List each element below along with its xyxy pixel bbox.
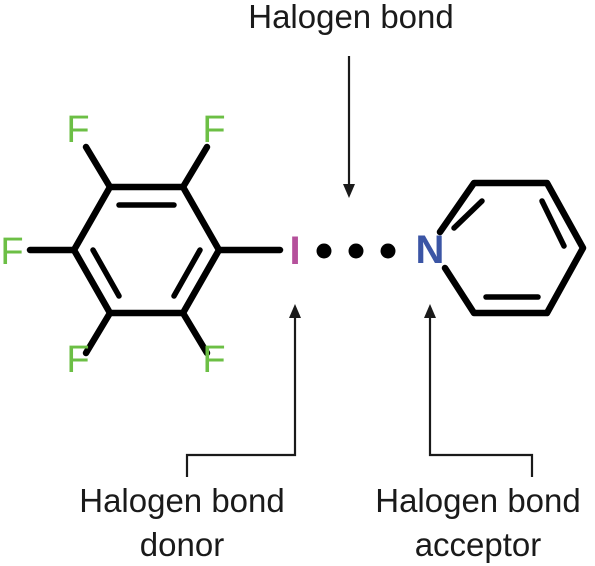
donor-label-line1: Halogen bond <box>79 482 285 519</box>
halogen-bond-dots <box>316 243 396 259</box>
pentafluorophenyl-ring <box>70 183 223 317</box>
fluorine-atom-bottom-left: F <box>66 339 89 381</box>
pyridine-ring <box>436 179 587 317</box>
halogen-bond-arrow <box>343 56 355 198</box>
acceptor-label-line2: acceptor <box>415 526 542 563</box>
acceptor-pointer <box>424 304 534 477</box>
substituent-bonds <box>26 143 284 357</box>
donor-pointer <box>185 304 301 477</box>
fluorine-atom-bottom-right: F <box>202 339 225 381</box>
fluorine-atom-top-right: F <box>202 109 225 151</box>
donor-label-line2: donor <box>140 526 224 563</box>
nitrogen-atom: N <box>416 228 445 272</box>
iodine-atom: I <box>289 229 300 273</box>
halogen-bond-label: Halogen bond <box>248 0 454 35</box>
acceptor-label-line1: Halogen bond <box>375 482 581 519</box>
fluorine-atom-top-left: F <box>66 109 89 151</box>
fluorine-atom-left: F <box>0 231 23 273</box>
